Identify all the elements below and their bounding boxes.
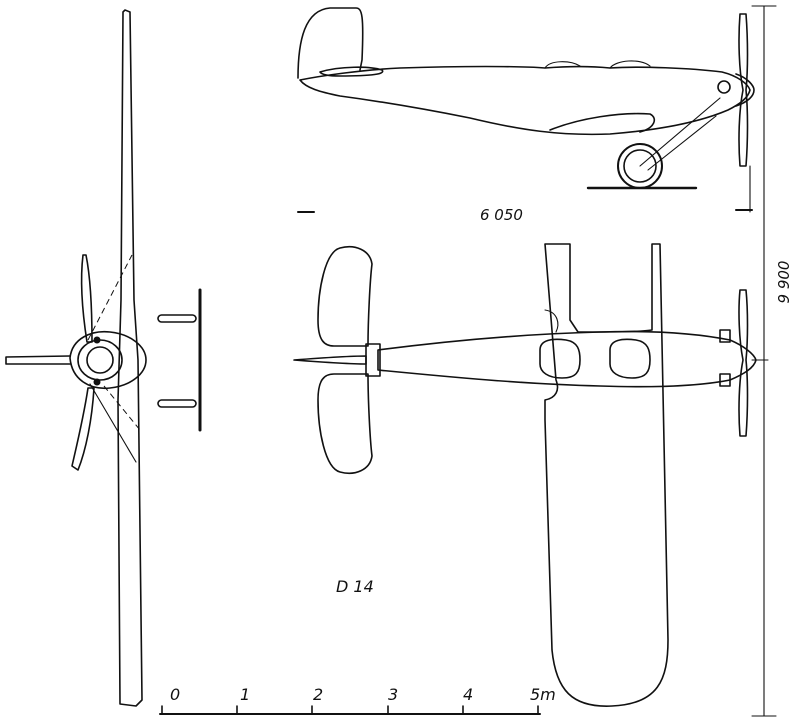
model-label: D 14 xyxy=(336,577,374,596)
side-view: 6 050 xyxy=(297,7,755,224)
plan-view-rudder xyxy=(293,355,367,365)
front-view-exhaust-upper xyxy=(93,336,101,344)
front-view-exhaust-lower xyxy=(93,378,101,386)
front-view-strut-upper xyxy=(87,254,133,341)
front-view xyxy=(5,9,202,707)
length-dimension-label: 6 050 xyxy=(480,206,523,224)
front-view-strut-lower xyxy=(89,383,137,463)
plan-view-cockpit-rear xyxy=(539,338,581,379)
side-view-gear-strut-1 xyxy=(639,97,721,167)
front-view-wing xyxy=(117,9,143,707)
front-view-propeller-upper xyxy=(80,254,93,343)
scale-bar-label-5: 5m xyxy=(530,685,556,704)
plan-view-propeller xyxy=(738,289,749,437)
scale-bar-label-2: 2 xyxy=(313,685,323,704)
plan-view-wing xyxy=(544,243,669,707)
side-view-fuselage xyxy=(299,65,751,136)
side-view-fin xyxy=(297,7,364,79)
front-view-spinner xyxy=(86,346,114,374)
front-view-tailplane xyxy=(5,355,71,365)
plan-view-tailplane-lower xyxy=(317,373,373,474)
front-view-propeller-lower xyxy=(71,387,95,471)
side-view-tailplane xyxy=(319,66,384,77)
plan-view-wing-root-notch xyxy=(544,309,559,333)
plan-view-tailplane-upper xyxy=(317,246,373,347)
front-view-wheel-lower xyxy=(157,399,197,408)
scale-bar-label-0: 0 xyxy=(170,685,180,704)
side-view-wing-root xyxy=(549,112,656,133)
scale-bar-label-4: 4 xyxy=(463,685,473,704)
plan-view-cockpit-front xyxy=(609,338,651,379)
side-view-propeller xyxy=(738,13,749,167)
front-view-wheel-upper xyxy=(157,314,197,323)
span-dimension-label: 9 900 xyxy=(775,261,793,304)
side-view-exhaust xyxy=(717,80,731,94)
scale-bar: 0 1 2 3 4 5m xyxy=(159,685,556,715)
side-view-cockpit-rear xyxy=(544,61,581,69)
scale-bar-label-3: 3 xyxy=(388,685,398,704)
side-view-spinner xyxy=(735,73,755,107)
scale-bar-label-1: 1 xyxy=(240,685,250,704)
side-view-cockpit-front xyxy=(609,60,651,69)
plan-view-cylinder-upper xyxy=(719,329,731,343)
plan-view: D 14 xyxy=(293,243,769,707)
plan-view-cylinder-lower xyxy=(719,373,731,387)
front-view-strut-lower-2 xyxy=(103,385,141,431)
front-view-cowling xyxy=(77,339,123,381)
side-view-wheel-hub xyxy=(623,149,657,183)
span-dimension: 9 900 xyxy=(751,5,793,717)
front-view-fuselage xyxy=(69,330,147,389)
side-view-gear-strut-2 xyxy=(647,115,717,171)
